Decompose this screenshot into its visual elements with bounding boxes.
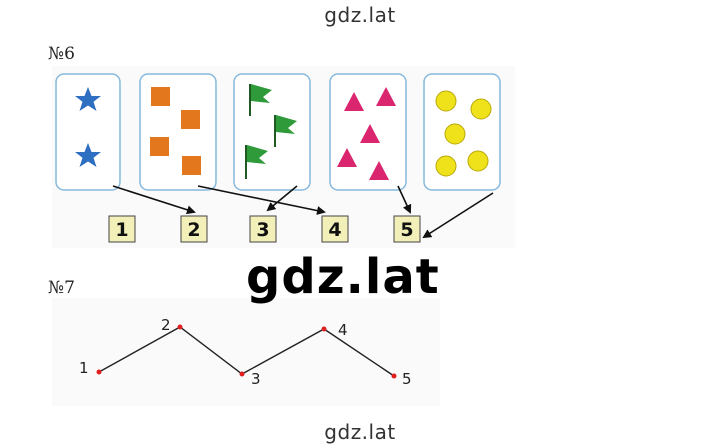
card-squares [139, 73, 217, 191]
number-label: 3 [256, 219, 269, 241]
point-label-4: 4 [338, 321, 348, 339]
card-stars [55, 73, 121, 191]
task-6-label: №6 [48, 44, 75, 64]
flag-icon [249, 84, 272, 116]
point-2 [177, 324, 183, 330]
number-box-4: 4 [321, 215, 349, 243]
point-3 [239, 371, 245, 377]
point-label-3: 3 [251, 370, 261, 388]
star-icon [75, 143, 101, 167]
triangle-icon [369, 161, 389, 180]
flag-icon [245, 145, 268, 179]
number-box-1: 1 [108, 215, 136, 243]
point-1 [96, 369, 102, 375]
triangle-icon [337, 148, 357, 167]
watermark-bottom: gdz.lat [324, 420, 396, 444]
square-icon [182, 156, 201, 175]
triangle-icon [344, 92, 364, 111]
square-icon [151, 87, 170, 106]
match-arrows [112, 185, 494, 239]
arrow-squares-to-4 [197, 185, 326, 215]
watermark-top: gdz.lat [324, 3, 396, 27]
number-label: 4 [328, 219, 341, 241]
card-flags [233, 73, 311, 191]
star-icon [75, 87, 101, 111]
watermark-center: gdz.lat [246, 249, 440, 305]
point-4 [321, 326, 327, 332]
number-label: 5 [400, 219, 413, 241]
number-label: 2 [187, 219, 200, 241]
point-label-5: 5 [402, 370, 412, 388]
triangle-icon [360, 124, 380, 143]
circle-icon [467, 150, 489, 172]
arrow-triangles-to-5 [397, 185, 412, 214]
number-label: 1 [115, 219, 128, 241]
arrow-stars-to-2 [112, 185, 196, 215]
point-5 [391, 373, 397, 379]
number-box-3: 3 [249, 215, 277, 243]
circle-icon [444, 123, 466, 145]
triangle-icon [376, 87, 396, 106]
number-box-5: 5 [393, 215, 421, 243]
square-icon [150, 137, 169, 156]
task-7-points [96, 324, 397, 379]
circle-icon [435, 90, 457, 112]
arrow-flags-to-3 [266, 185, 298, 212]
card-circles [423, 73, 501, 191]
arrow-circles-to-5 [422, 192, 494, 239]
circle-icon [470, 98, 492, 120]
point-label-1: 1 [79, 359, 89, 377]
task-7-scan-area [52, 298, 440, 406]
task-7-label: №7 [48, 278, 75, 298]
flag-icon [274, 115, 297, 147]
circle-icon [435, 155, 457, 177]
point-label-2: 2 [161, 316, 171, 334]
number-box-2: 2 [180, 215, 208, 243]
square-icon [181, 110, 200, 129]
card-triangles [329, 73, 407, 191]
